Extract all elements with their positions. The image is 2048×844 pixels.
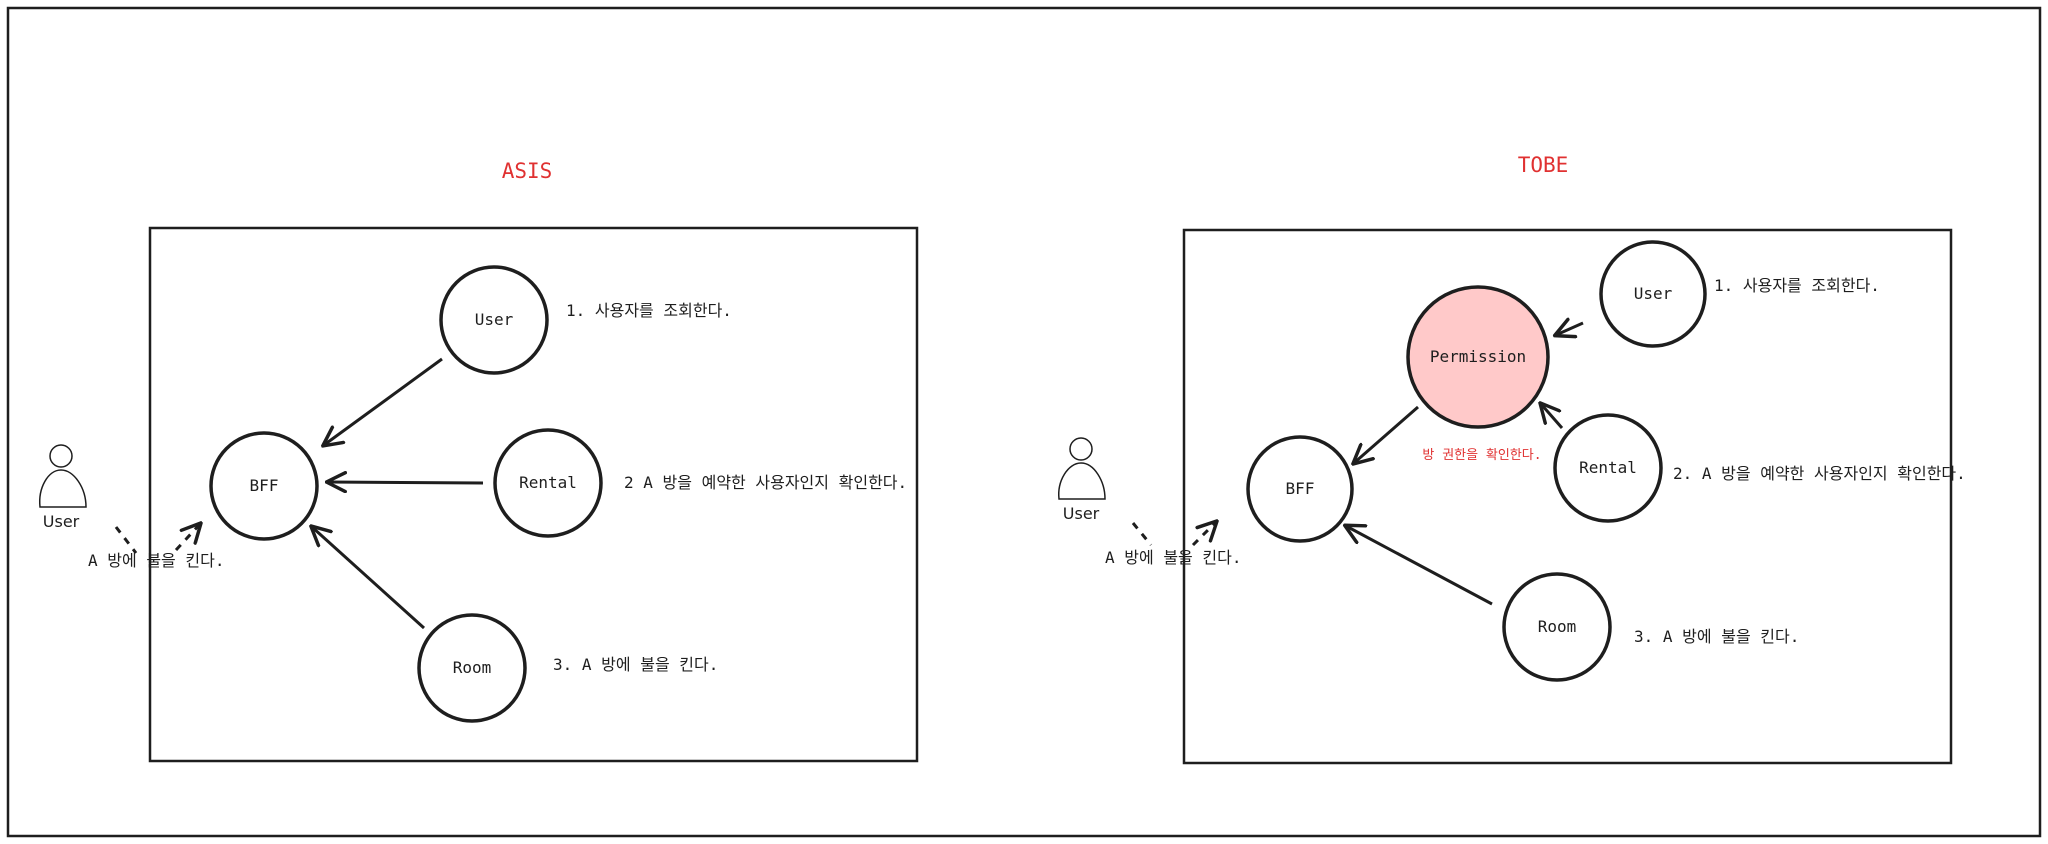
asis-arrow-room-to-bff	[312, 527, 426, 630]
tobe-node-permission-label: Permission	[1430, 347, 1526, 366]
asis-container	[148, 226, 919, 763]
tobe-arrow-permission-to-bff	[1354, 405, 1419, 463]
tobe-user-person-icon	[1058, 437, 1106, 500]
asis-note-room: 3. A 방에 불을 킨다.	[553, 655, 718, 674]
tobe-user-person-label: User	[1063, 504, 1100, 523]
asis-note-user: 1. 사용자를 조회한다.	[566, 301, 732, 320]
tobe-arrow-user-to-permission	[1556, 323, 1584, 335]
asis-user-person-label: User	[43, 512, 80, 531]
tobe-node-rental-label: Rental	[1579, 458, 1637, 477]
tobe-note-user: 1. 사용자를 조회한다.	[1714, 276, 1880, 295]
tobe-container	[1182, 228, 1953, 765]
asis-arrow-rental-to-bff	[328, 482, 484, 483]
tobe-section: TOBE User A 방에 불을 킨다. BFF Permission 방 권…	[1058, 153, 1966, 765]
tobe-note-permission: 방 권한을 확인한다.	[1422, 448, 1541, 463]
asis-note-rental: 2 A 방을 예약한 사용자인지 확인한다.	[624, 473, 907, 492]
tobe-title: TOBE	[1518, 153, 1569, 177]
asis-node-room: Room	[417, 613, 527, 723]
tobe-node-bff-label: BFF	[1286, 479, 1315, 498]
asis-user-action-arrow	[174, 524, 200, 552]
tobe-user-action-arrow	[1191, 522, 1216, 547]
asis-node-user: User	[439, 265, 549, 375]
tobe-node-bff: BFF	[1246, 435, 1354, 543]
tobe-note-rental: 2. A 방을 예약한 사용자인지 확인한다.	[1673, 464, 1966, 483]
asis-node-user-label: User	[475, 310, 514, 329]
asis-node-rental: Rental	[493, 428, 603, 538]
tobe-node-room-label: Room	[1538, 617, 1577, 636]
tobe-node-permission: Permission	[1406, 285, 1550, 429]
asis-node-bff: BFF	[209, 431, 319, 541]
tobe-note-room: 3. A 방에 불을 킨다.	[1634, 627, 1799, 646]
outer-frame	[6, 6, 2042, 838]
asis-node-rental-label: Rental	[519, 473, 577, 492]
asis-user-action-text: A 방에 불을 킨다.	[88, 551, 224, 570]
asis-node-bff-label: BFF	[250, 476, 279, 495]
tobe-arrow-room-to-bff	[1346, 526, 1493, 606]
asis-user-action-line	[114, 526, 138, 554]
tobe-user-action-line	[1131, 522, 1153, 546]
asis-user-person-icon	[39, 444, 87, 508]
asis-title: ASIS	[502, 159, 553, 183]
tobe-arrow-rental-to-permission	[1541, 404, 1564, 429]
asis-arrow-user-to-bff	[324, 357, 443, 445]
asis-section: ASIS User A 방에 불을 킨다. BFF User Rental	[39, 159, 919, 763]
tobe-node-rental: Rental	[1553, 413, 1663, 523]
tobe-user-action-text: A 방에 불을 킨다.	[1105, 548, 1241, 567]
tobe-node-room: Room	[1502, 572, 1612, 682]
tobe-node-user: User	[1599, 240, 1707, 348]
tobe-node-user-label: User	[1634, 284, 1673, 303]
asis-node-room-label: Room	[453, 658, 492, 677]
